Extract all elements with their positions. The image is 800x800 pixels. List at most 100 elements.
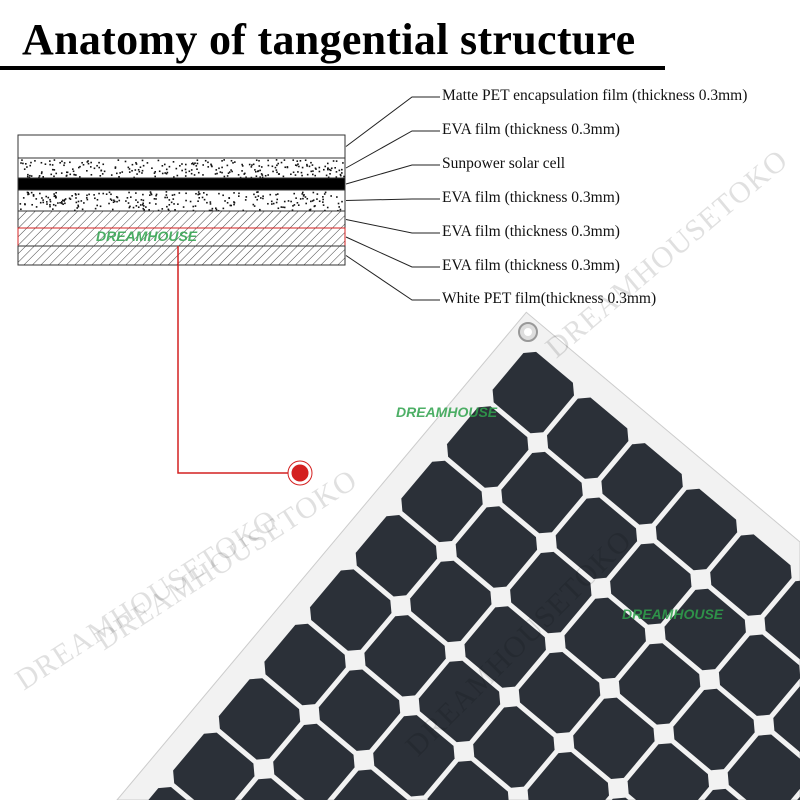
speckle-dot [281, 206, 283, 208]
speckle-dot [176, 168, 178, 170]
layer-hatch [18, 211, 345, 228]
speckle-dot [251, 164, 253, 166]
speckle-dot [329, 173, 331, 175]
speckle-dot [73, 170, 75, 172]
speckle-dot [245, 196, 247, 198]
speckle-dot [283, 176, 285, 178]
speckle-dot [41, 171, 43, 173]
speckle-dot [41, 197, 43, 199]
speckle-dot [169, 166, 171, 168]
speckle-dot [133, 207, 135, 209]
speckle-dot [52, 208, 54, 210]
layer-label: EVA film (thickness 0.3mm) [442, 257, 620, 275]
speckle-dot [98, 193, 100, 195]
speckle-dot [312, 170, 314, 172]
speckle-dot [143, 165, 145, 167]
speckle-dot [330, 195, 332, 197]
layer-label: EVA film (thickness 0.3mm) [442, 189, 620, 207]
speckle-dot [197, 194, 199, 196]
speckle-dot [129, 207, 131, 209]
speckle-dot [59, 162, 61, 164]
speckle-dot [284, 207, 286, 209]
speckle-dot [49, 164, 51, 166]
speckle-dot [322, 199, 324, 201]
leader-line [346, 256, 440, 301]
speckle-dot [310, 171, 312, 173]
speckle-dot [81, 162, 83, 164]
speckle-dot [64, 162, 66, 164]
speckle-dot [271, 203, 273, 205]
speckle-dot [57, 202, 59, 204]
speckle-dot [190, 201, 192, 203]
speckle-dot [198, 197, 200, 199]
speckle-dot [269, 194, 271, 196]
speckle-dot [336, 160, 338, 162]
speckle-dot [221, 160, 223, 162]
speckle-dot [221, 172, 223, 174]
speckle-dot [202, 197, 204, 199]
speckle-dot [341, 201, 343, 203]
speckle-dot [258, 195, 260, 197]
speckle-dot [242, 165, 244, 167]
speckle-dot [53, 204, 55, 206]
speckle-dot [131, 170, 133, 172]
speckle-dot [333, 160, 335, 162]
speckle-dot [23, 197, 25, 199]
speckle-dot [42, 199, 44, 201]
speckle-dot [49, 160, 51, 162]
speckle-dot [210, 203, 212, 205]
speckle-dot [305, 159, 307, 161]
speckle-dot [54, 159, 56, 161]
speckle-dot [172, 194, 174, 196]
speckle-dot [341, 172, 343, 174]
speckle-dot [136, 173, 138, 175]
speckle-dot [173, 161, 175, 163]
speckle-dot [45, 163, 47, 165]
speckle-dot [258, 170, 260, 172]
speckle-dot [207, 162, 209, 164]
speckle-dot [261, 166, 263, 168]
speckle-dot [136, 163, 138, 165]
speckle-dot [271, 201, 273, 203]
speckle-dot [267, 160, 269, 162]
speckle-dot [62, 200, 64, 202]
speckle-dot [135, 192, 137, 194]
speckle-dot [154, 172, 156, 174]
speckle-dot [100, 205, 102, 207]
speckle-dot [138, 206, 140, 208]
speckle-dot [97, 199, 99, 201]
speckle-dot [27, 194, 29, 196]
speckle-dot [297, 171, 299, 173]
speckle-dot [31, 175, 33, 177]
speckle-dot [277, 193, 279, 195]
leader-line [346, 237, 440, 267]
speckle-dot [212, 208, 214, 210]
speckle-dot [216, 173, 218, 175]
speckle-dot [258, 165, 260, 167]
speckle-dot [293, 193, 295, 195]
speckle-dot [310, 162, 312, 164]
layer-label: EVA film (thickness 0.3mm) [442, 223, 620, 241]
speckle-dot [185, 172, 187, 174]
speckle-dot [132, 164, 134, 166]
speckle-dot [22, 163, 24, 165]
speckle-dot [116, 201, 118, 203]
speckle-dot [185, 169, 187, 171]
speckle-dot [71, 195, 73, 197]
speckle-dot [90, 166, 92, 168]
speckle-dot [112, 209, 114, 211]
speckle-dot [55, 192, 57, 194]
speckle-dot [203, 192, 205, 194]
speckle-dot [301, 193, 303, 195]
speckle-dot [54, 195, 56, 197]
speckle-dot [52, 164, 54, 166]
speckle-dot [130, 196, 132, 198]
speckle-dot [297, 202, 299, 204]
speckle-dot [86, 170, 88, 172]
speckle-dot [334, 167, 336, 169]
speckle-dot [66, 175, 68, 177]
leader-line [346, 199, 440, 201]
speckle-dot [322, 201, 324, 203]
